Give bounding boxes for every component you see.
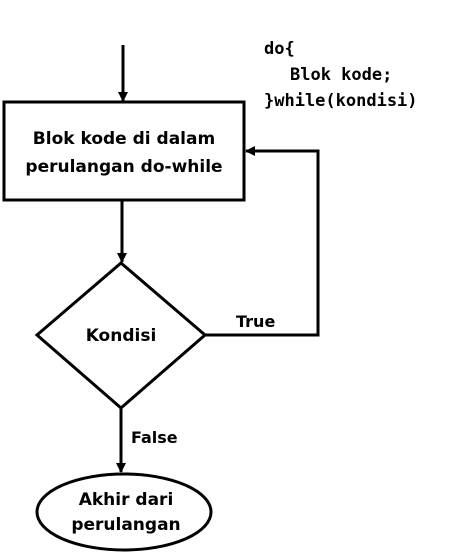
false-label: False [131,428,178,447]
terminator-label-line-2: perulangan [71,515,180,535]
code-line-3: }while(kondisi) [264,91,418,111]
code-line-2: Blok kode; [290,65,392,85]
process-label-line-2: perulangan do-while [25,157,222,177]
code-line-1: do{ [264,39,295,59]
terminator-ellipse [35,472,213,552]
true-loop-arrow [205,146,320,337]
process-label-line-1: Blok kode di dalam [33,129,215,149]
true-label: True [236,312,275,331]
decision-label: Kondisi [86,326,157,346]
process-box [2,100,246,202]
terminator-label-line-1: Akhir dari [79,490,174,510]
